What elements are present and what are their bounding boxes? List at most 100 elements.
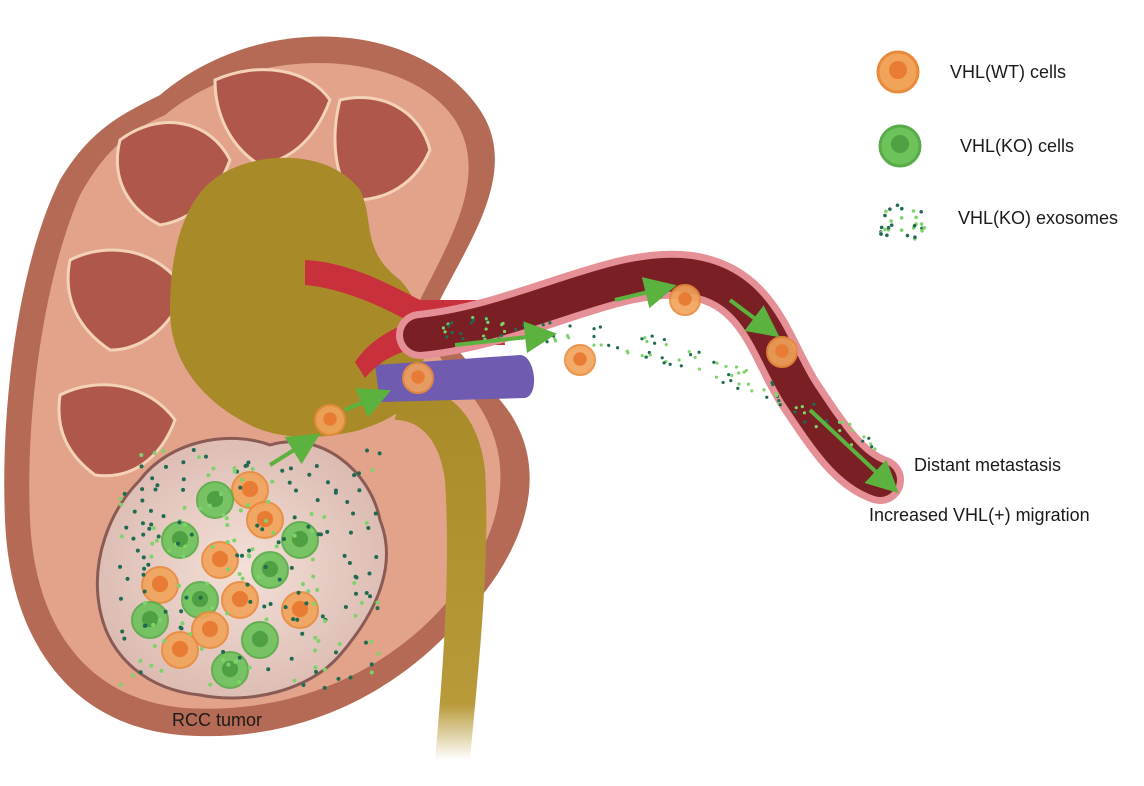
exosome-dot [239, 508, 243, 512]
exosome-dot [470, 321, 473, 324]
exosome-dot [747, 383, 750, 386]
exosome-dot [198, 506, 202, 510]
exosome-dot [266, 667, 270, 671]
exosome-dot [240, 478, 244, 482]
exosome-dot [225, 516, 229, 520]
exosome-dot [793, 410, 796, 413]
exosome-dot [204, 455, 208, 459]
exosome-dot [306, 525, 310, 529]
exosome-dot [211, 545, 215, 549]
exosome-dot [651, 335, 654, 338]
exosome-dot [149, 523, 153, 527]
exosome-dot [146, 563, 150, 567]
exosome-dot [365, 521, 369, 525]
exosome-dot [238, 486, 242, 490]
exosome-dot [237, 680, 241, 684]
exosome-dot [238, 572, 242, 576]
exosome-dot [314, 670, 318, 674]
exosome-dot [301, 582, 305, 586]
exosome-dot [472, 319, 475, 322]
exosome-dot [142, 573, 146, 577]
exosome-dot [592, 344, 595, 347]
legend-label-vhl-ko-exosomes: VHL(KO) exosomes [958, 208, 1118, 229]
exosome-dot [861, 440, 864, 443]
exosome-dot [374, 512, 378, 516]
exosome-dot [161, 449, 165, 453]
exosome-dot [697, 351, 700, 354]
exosome-dot [737, 371, 740, 374]
exosome-dot [873, 447, 876, 450]
exosome-dot [486, 321, 489, 324]
exosome-dot [289, 466, 293, 470]
exosome-dot [162, 514, 166, 518]
exosome-dot [306, 589, 310, 593]
exosome-dot [251, 547, 255, 551]
migration-label: Increased VHL(+) migration [869, 505, 1090, 526]
exosome-dot [645, 340, 648, 343]
exosome-dot [688, 350, 691, 353]
exosome-dot [265, 617, 269, 621]
exosome-dot [153, 644, 157, 648]
exosome-dot [256, 575, 260, 579]
exosome-dot [225, 611, 229, 615]
exosome-dot [131, 673, 135, 677]
exosome-dot [181, 554, 185, 558]
exosome-dot [155, 539, 159, 543]
exosome-dot [312, 602, 316, 606]
exosome-dot [240, 554, 244, 558]
vhl-ko-cell [132, 602, 168, 638]
exosome-dot [644, 355, 647, 358]
vhl-wt-cell [142, 567, 178, 603]
exosome-dot [197, 455, 201, 459]
exosome-dot [184, 596, 188, 600]
exosome-dot [599, 325, 602, 328]
exosome-dot [745, 369, 748, 372]
exosome-dot [141, 533, 145, 537]
exosome-dot [678, 358, 681, 361]
exosome-dot [244, 464, 248, 468]
exosome-dot [153, 451, 157, 455]
exosome-dot [131, 537, 135, 541]
exosome-dot [552, 335, 555, 338]
exosome-dot [157, 534, 161, 538]
exosome-dot [179, 626, 183, 630]
exosome-dot [334, 491, 338, 495]
exosome-dot [139, 453, 143, 457]
exosome-dot [140, 464, 144, 468]
exosome-dot [626, 351, 629, 354]
exosome-dot [371, 468, 375, 472]
exosome-dot [343, 554, 347, 558]
exosome-dot [176, 542, 180, 546]
exosome-dot [290, 657, 294, 661]
exosome-dot [316, 639, 320, 643]
exosome-dot [870, 445, 873, 448]
exosome-dot [694, 356, 697, 359]
vhl-wt-cell [282, 592, 318, 628]
exosome-dot [803, 411, 806, 414]
exosome-dot [277, 540, 281, 544]
exosome-dot [729, 379, 732, 382]
exosome-dot [355, 575, 359, 579]
exosome-dot [294, 488, 298, 492]
exosome-dot [665, 343, 668, 346]
exosome-dot [142, 567, 146, 571]
exosome-dot [162, 639, 166, 643]
exosome-dot [321, 614, 325, 618]
exosome-dot [118, 565, 122, 569]
exosome-dot [548, 321, 551, 324]
exosome-dot [443, 330, 446, 333]
exosome-dot [501, 322, 504, 325]
exosome-dot [850, 429, 853, 432]
exosome-dot [182, 506, 186, 510]
exosome-dot [154, 488, 158, 492]
exosome-dot [315, 464, 319, 468]
exosome-dot [247, 554, 251, 558]
exosome-dot [149, 509, 153, 513]
vhl-ko-cell [212, 652, 248, 688]
migrating-vhl-wt-cell [315, 405, 345, 435]
exosome-dot [727, 373, 730, 376]
exosome-dot [123, 492, 127, 496]
exosome-dot [310, 512, 314, 516]
exosome-dot [348, 561, 352, 565]
exosome-dot [375, 600, 379, 604]
